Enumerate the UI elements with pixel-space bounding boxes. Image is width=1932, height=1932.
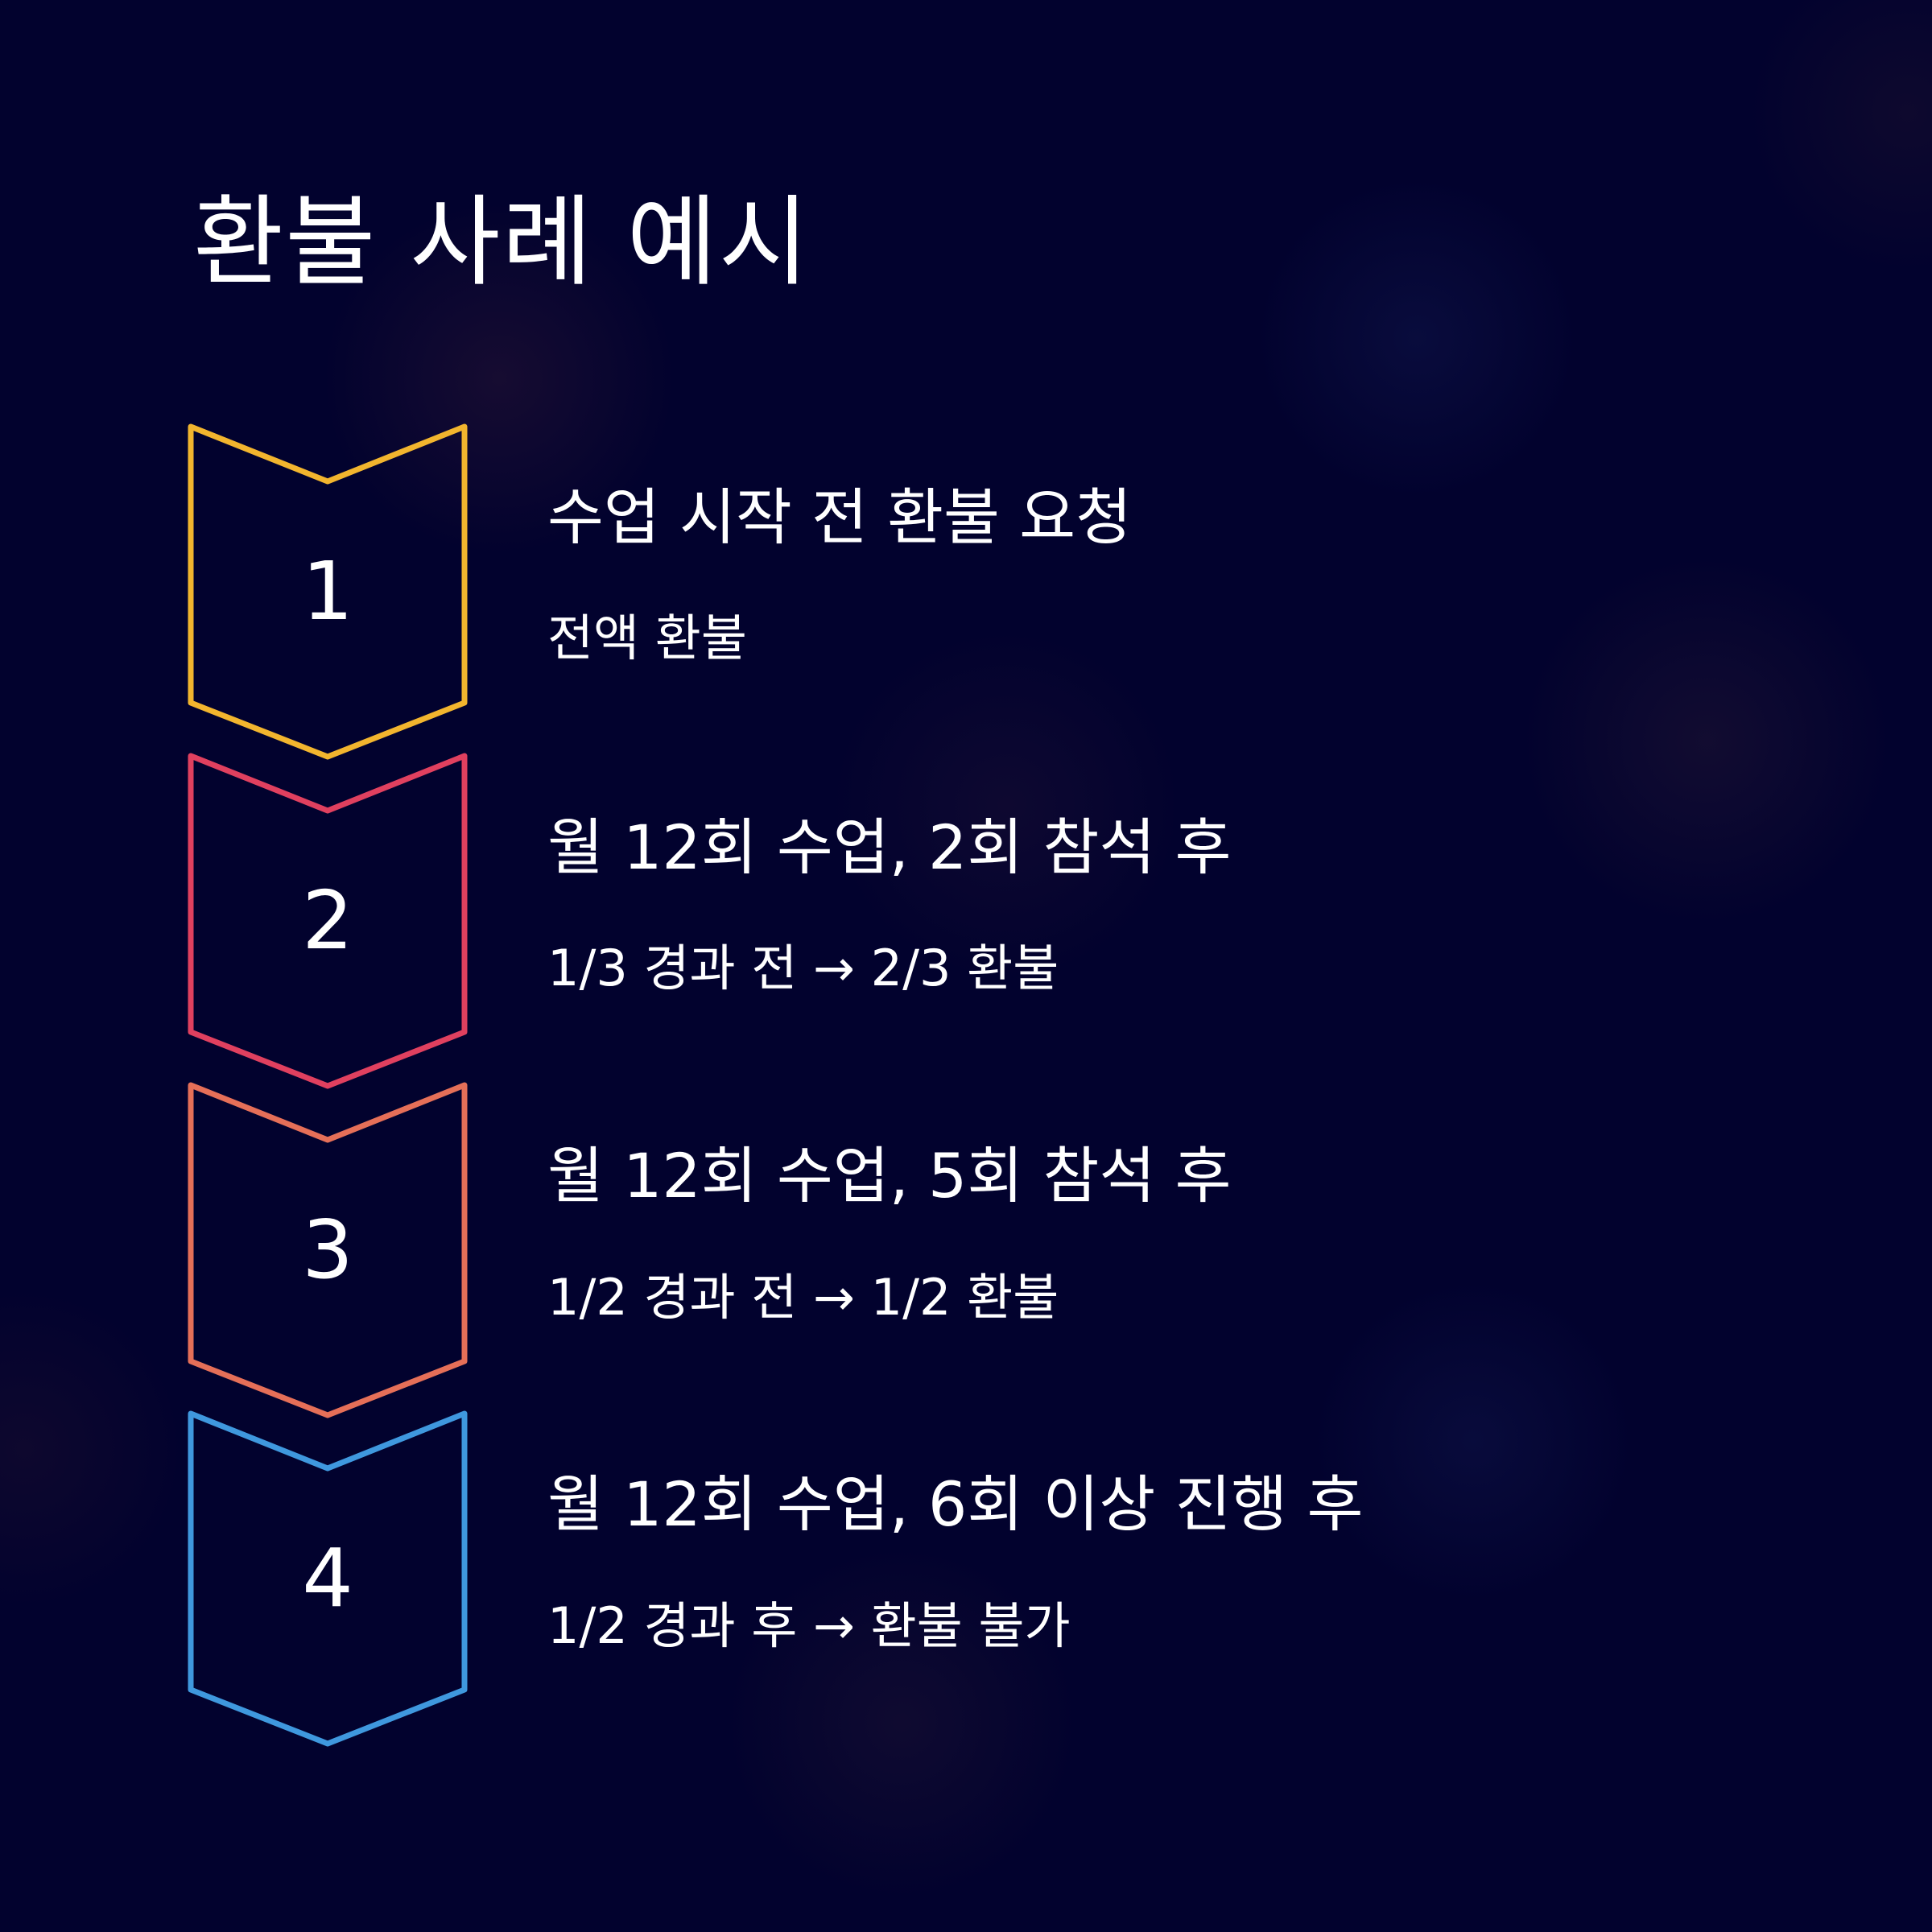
chevron-shape-icon <box>188 1410 468 1747</box>
step-1-description: 전액 환불 <box>547 609 747 667</box>
step-3-title: 월 12회 수업, 5회 참석 후 <box>547 1140 1232 1212</box>
chevron-shape-icon <box>188 753 468 1089</box>
step-4-title: 월 12회 수업, 6회 이상 진행 후 <box>547 1468 1364 1540</box>
step-2-title: 월 12회 수업, 2회 참석 후 <box>547 811 1232 883</box>
step-3-number: 3 <box>302 1203 353 1297</box>
chevron-shape-icon <box>188 423 468 760</box>
step-3-outline <box>188 1082 468 1418</box>
step-4-description: 1/2 경과 후 → 환불 불가 <box>547 1596 1071 1655</box>
step-4-outline <box>188 1410 468 1747</box>
step-3-chevron: 3 <box>187 1081 469 1419</box>
step-1-title: 수업 시작 전 환불 요청 <box>547 481 1132 553</box>
step-4-chevron: 4 <box>187 1410 469 1748</box>
step-2-outline <box>188 753 468 1089</box>
step-2-chevron: 2 <box>187 752 469 1090</box>
step-2-description: 1/3 경과 전 → 2/3 환불 <box>547 939 1059 997</box>
step-1-chevron: 1 <box>187 423 469 761</box>
page-title: 환불 사례 예시 <box>193 185 811 299</box>
step-3-description: 1/2 경과 전 → 1/2 환불 <box>547 1268 1059 1327</box>
step-1-number: 1 <box>302 544 353 638</box>
step-2-number: 2 <box>302 873 353 968</box>
chevron-shape-icon <box>188 1082 468 1418</box>
step-1-outline <box>188 423 468 760</box>
step-4-number: 4 <box>302 1531 353 1625</box>
